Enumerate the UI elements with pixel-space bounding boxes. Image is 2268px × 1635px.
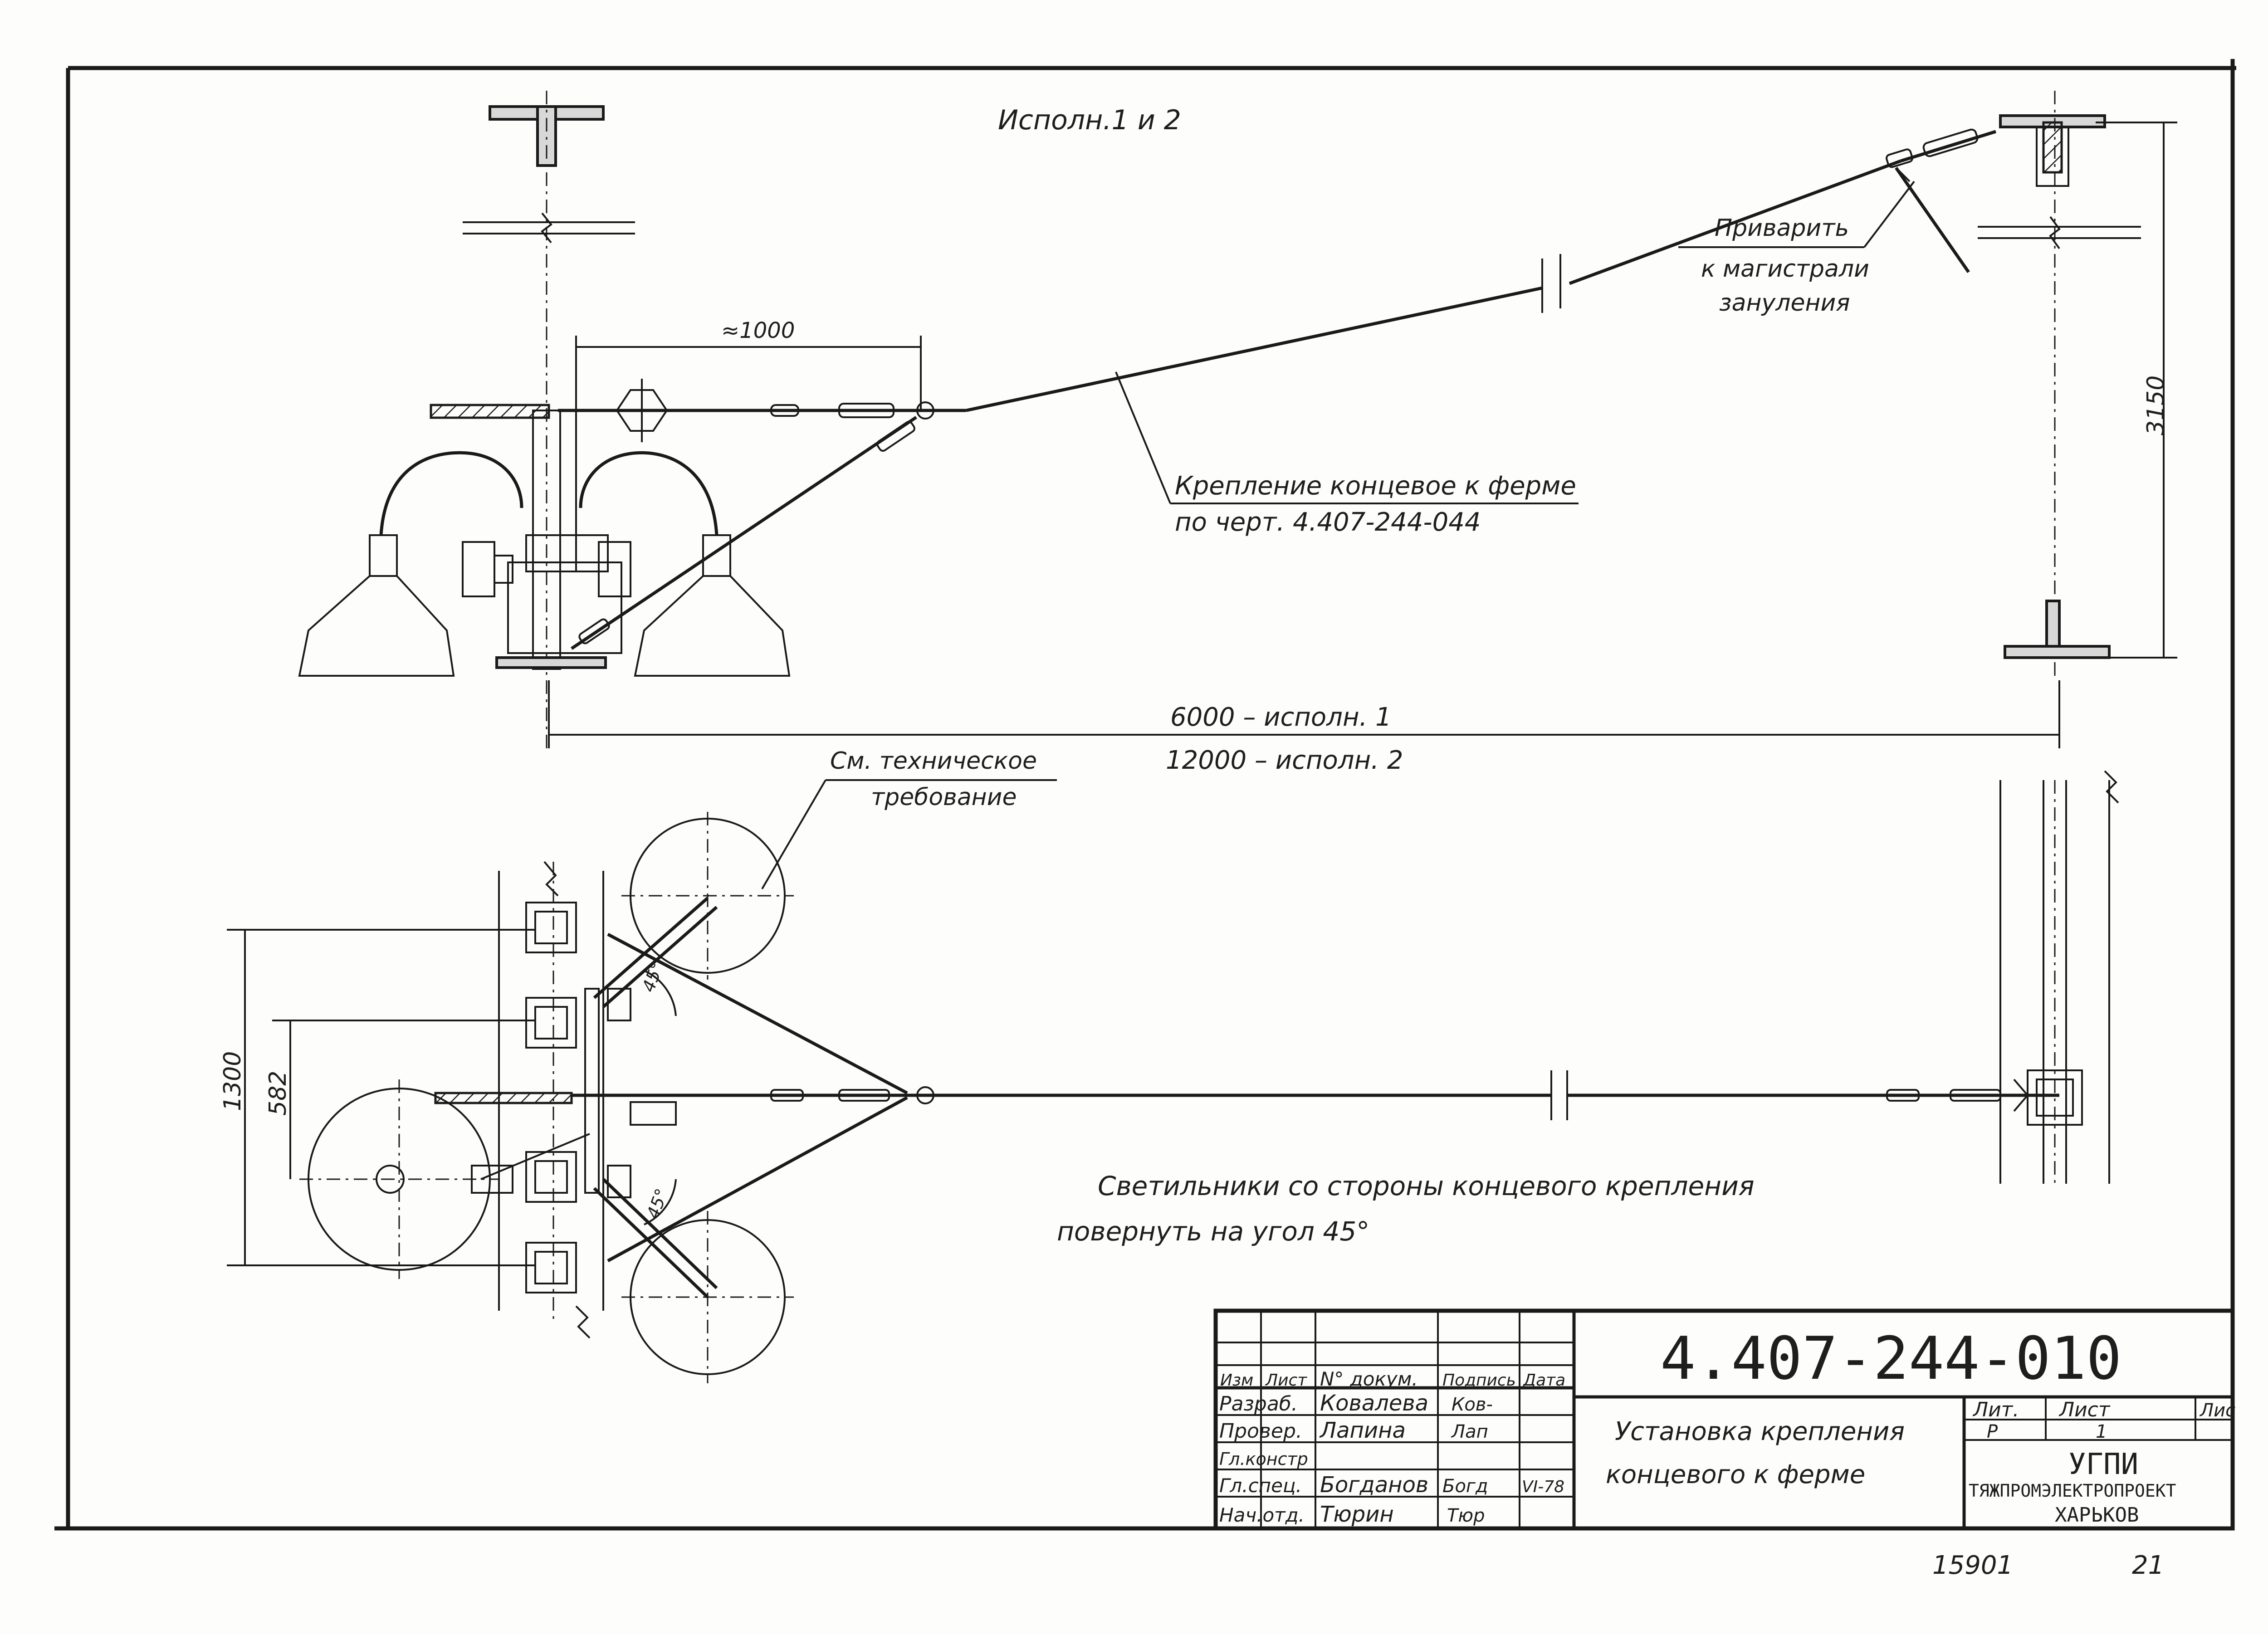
truss-section-left xyxy=(463,91,635,748)
col-header-list: Лист xyxy=(1265,1371,1307,1390)
main-cable xyxy=(558,128,1997,650)
title-line-2: концевого к ферме xyxy=(1606,1460,1865,1489)
sheets-label: Лис xyxy=(2199,1400,2235,1421)
elevation-view: ≈1000 3150 6000 – исполн. 1 12000 – испо… xyxy=(298,91,2177,775)
row-role-4: Нач.отд. xyxy=(1219,1504,1305,1526)
plan-view: 1300 582 45° 45° См. техническое требова… xyxy=(219,747,2119,1383)
dim-span-1: 6000 – исполн. 1 xyxy=(1170,703,1392,732)
plan-cable xyxy=(572,932,2059,1263)
lit-value: Р xyxy=(1987,1421,1998,1442)
truss-plan-right xyxy=(1999,770,2119,1188)
row-role-1: Провер. xyxy=(1219,1420,1302,1443)
note-line-2: повернуть на угол 45° xyxy=(1057,1216,1369,1247)
angle-top: 45° xyxy=(638,959,667,995)
dim-span-2: 12000 – исполн. 2 xyxy=(1166,746,1403,775)
angle-arc-bottom xyxy=(644,1179,677,1225)
dimension-3150: 3150 xyxy=(2096,122,2177,659)
truss-section-right xyxy=(1978,91,2141,680)
plan-luminaires xyxy=(299,812,794,1383)
row-sign-3: Богд xyxy=(1442,1476,1488,1497)
luminaire-right xyxy=(579,451,791,677)
row-date-3: VI-78 xyxy=(1522,1478,1564,1496)
row-sign-1: Лап xyxy=(1451,1421,1488,1442)
org-line-3: ХАРЬКОВ xyxy=(2055,1503,2139,1527)
weld-label-2: к магистрали xyxy=(1701,255,1869,283)
tech-leader-d xyxy=(761,779,826,890)
row-role-2: Гл.констр xyxy=(1219,1449,1308,1469)
junction-box xyxy=(616,379,668,442)
col-header-sign: Подпись xyxy=(1442,1371,1516,1390)
weld-label-1: Приварить xyxy=(1715,215,1849,242)
tech-req-label-1: См. техническое xyxy=(830,747,1037,775)
row-sign-0: Ков- xyxy=(1452,1394,1493,1415)
col-header-date: Дата xyxy=(1522,1371,1565,1390)
org-line-2: ТЯЖПРОМЭЛЕКТРОПРОЕКТ xyxy=(1969,1481,2176,1501)
col-header-izm: Изм xyxy=(1220,1371,1253,1390)
sheet-label: Лист xyxy=(2058,1398,2111,1421)
luminaire-left xyxy=(298,451,523,677)
dim-582: 582 xyxy=(264,1071,292,1116)
leaders-top xyxy=(1115,181,1915,504)
angle-arc-top xyxy=(644,970,677,1016)
row-name-1: Лапина xyxy=(1319,1418,1406,1443)
lamp-bracket xyxy=(495,410,622,670)
row-name-4: Тюрин xyxy=(1320,1502,1394,1527)
sheet-value: 1 xyxy=(2096,1421,2107,1442)
weld-label-3: зануления xyxy=(1719,289,1850,317)
dim-1300: 1300 xyxy=(219,1051,246,1111)
doc-number: 4.407-244-010 xyxy=(1660,1324,2121,1393)
plan-clamps xyxy=(525,902,577,1293)
dimension-1000: ≈1000 xyxy=(575,318,922,410)
row-role-3: Гл.спец. xyxy=(1219,1474,1302,1497)
inventory-number: 15901 xyxy=(1932,1551,2013,1580)
row-role-0: Разраб. xyxy=(1219,1392,1298,1415)
angle-bottom: 45° xyxy=(643,1186,672,1221)
row-sign-4: Тюр xyxy=(1447,1505,1485,1526)
title-block: 4.407-244-010 Установка крепления концев… xyxy=(1213,1308,2235,1531)
tech-req-label-2: требование xyxy=(871,784,1017,811)
col-header-doc: N° докум. xyxy=(1320,1368,1418,1390)
dimension-582: 582 xyxy=(264,1020,535,1179)
dimension-1300: 1300 xyxy=(219,929,535,1266)
title-line-1: Установка крепления xyxy=(1615,1417,1905,1446)
drawing-frame xyxy=(54,59,2236,1531)
dim-3150: 3150 xyxy=(2142,376,2170,435)
page-number: 21 xyxy=(2132,1551,2164,1580)
truss-plan-left xyxy=(434,861,604,1339)
lit-label: Лит. xyxy=(1972,1398,2019,1421)
fastening-label-2: по черт. 4.407-244-044 xyxy=(1175,508,1481,537)
variant-label: Исполн.1 и 2 xyxy=(998,104,1181,136)
row-name-0: Ковалева xyxy=(1320,1391,1428,1416)
fastening-label-1: Крепление концевое к ферме xyxy=(1175,471,1576,501)
dimension-span: 6000 – исполн. 1 12000 – исполн. 2 xyxy=(548,680,2060,775)
row-name-3: Богданов xyxy=(1320,1472,1428,1498)
note-line-1: Светильники со стороны концевого креплен… xyxy=(1098,1171,1755,1201)
org-line-1: УГПИ xyxy=(2068,1448,2138,1481)
dim-approx-1000: ≈1000 xyxy=(721,318,795,343)
support-bar xyxy=(430,404,550,419)
